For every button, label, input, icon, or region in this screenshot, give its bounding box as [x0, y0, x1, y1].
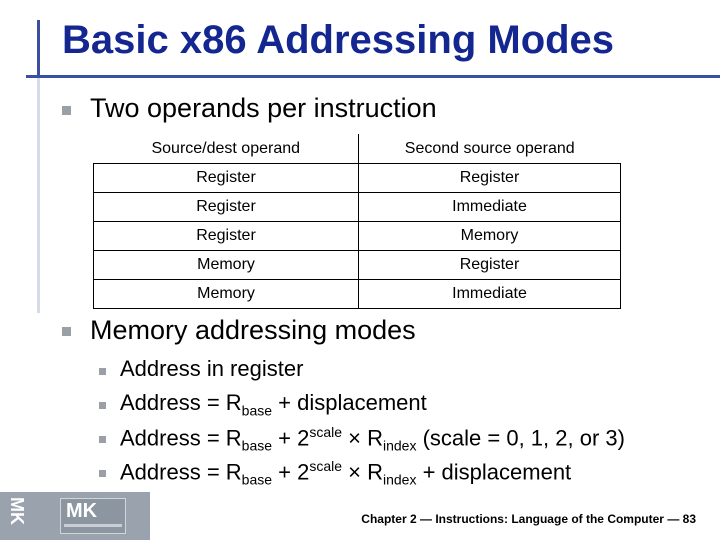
table-cell: Register: [358, 163, 621, 193]
formula-subscript: base: [241, 471, 273, 488]
sub-bullet-square-icon: [99, 368, 106, 375]
formula-text: Address = R: [120, 390, 242, 415]
publisher-logo-side-text: MK: [7, 497, 27, 525]
bullet-square-icon: [62, 327, 71, 336]
table-cell: Register: [93, 221, 359, 251]
formula-text: + displacement: [416, 459, 572, 485]
formula-superscript: scale: [309, 458, 343, 474]
table-row: Memory Immediate: [93, 279, 621, 309]
formula-text: + 2: [272, 459, 310, 485]
body-accent-vertical-line: [37, 78, 40, 313]
table-cell: Register: [93, 192, 359, 222]
slide-footer: Chapter 2 — Instructions: Language of th…: [361, 512, 696, 526]
table-cell: Immediate: [358, 279, 621, 309]
formula-subscript: base: [241, 437, 273, 454]
table-row: Register Immediate: [93, 192, 621, 222]
title-accent-vertical-line: [37, 20, 40, 78]
formula-superscript: scale: [309, 424, 343, 440]
sub-bullet-square-icon: [99, 436, 106, 443]
publisher-logo-box: [60, 498, 126, 534]
table-header-row: Source/dest operand Second source operan…: [94, 134, 621, 164]
publisher-logo-text: MK: [66, 500, 98, 522]
sub-bullet-address-in-register: Address in register: [120, 356, 303, 382]
sub-bullet-base-displacement: Address = Rbase + displacement: [120, 390, 427, 418]
bullet-square-icon: [62, 106, 71, 115]
formula-text: × R: [342, 459, 383, 485]
table-row: Register Register: [93, 163, 621, 193]
formula-subscript: index: [383, 437, 417, 454]
table-row: Memory Register: [93, 250, 621, 280]
table-header-cell: Source/dest operand: [151, 139, 301, 157]
sub-bullet-square-icon: [99, 470, 106, 477]
sub-bullet-base-scaled-index-displacement: Address = Rbase + 2scale × Rindex + disp…: [120, 458, 571, 488]
table-header-cell: Second source operand: [358, 134, 621, 164]
formula-text: + 2: [272, 425, 310, 451]
sub-bullet-square-icon: [99, 402, 106, 409]
formula-text: Address = R: [120, 425, 242, 451]
formula-text: × R: [342, 425, 383, 451]
table-cell: Register: [358, 250, 621, 280]
table-cell: Memory: [358, 221, 621, 251]
operand-table: Source/dest operand Second source operan…: [93, 134, 621, 309]
table-cell: Register: [93, 163, 359, 193]
slide-title: Basic x86 Addressing Modes: [62, 18, 615, 62]
table-row: Register Memory: [93, 221, 621, 251]
formula-text: Address = R: [120, 459, 242, 485]
table-cell: Memory: [93, 250, 359, 280]
sub-bullet-text: Address in register: [120, 356, 304, 381]
table-cell: Immediate: [358, 192, 621, 222]
bullet-memory-modes: Memory addressing modes: [90, 315, 416, 345]
title-underline: [26, 75, 720, 78]
formula-text: + displacement: [272, 390, 427, 415]
publisher-logo-subline: [64, 524, 122, 527]
sub-bullet-base-scaled-index: Address = Rbase + 2scale × Rindex (scale…: [120, 424, 625, 454]
formula-text: (scale = 0, 1, 2, or 3): [416, 425, 625, 451]
table-cell: Memory: [93, 279, 359, 309]
formula-subscript: index: [383, 471, 417, 488]
formula-subscript: base: [241, 402, 273, 419]
bullet-operands: Two operands per instruction: [90, 93, 437, 123]
